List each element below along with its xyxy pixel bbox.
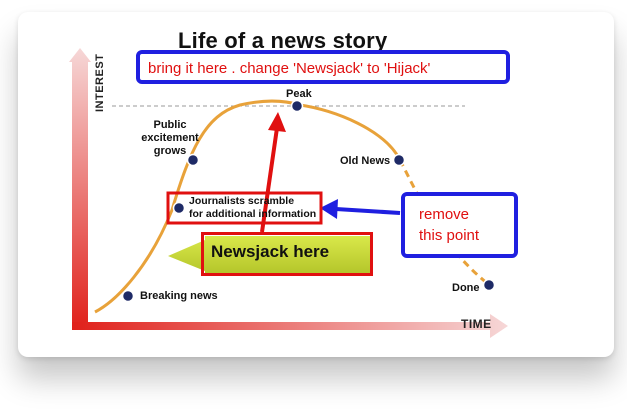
remove-line-1: remove <box>419 206 470 223</box>
interest-curve-decline <box>398 159 489 286</box>
newsjack-box: Newsjack here <box>201 232 373 276</box>
label-journalists-line-2: for additional information <box>189 208 317 220</box>
label-old-news: Old News <box>340 155 391 167</box>
label-public-line-1: Public <box>153 119 187 131</box>
marker-public-excitement <box>186 153 200 167</box>
newsjack-label: Newsjack here <box>211 242 330 261</box>
marker-done <box>482 278 496 292</box>
label-breaking-news: Breaking news <box>140 290 218 302</box>
blue-pointer-shaft <box>335 207 401 215</box>
label-done: Done <box>452 282 480 294</box>
red-move-arrow-shaft <box>260 127 279 233</box>
marker-journalists <box>172 201 186 215</box>
marker-old-news <box>392 153 406 167</box>
marker-breaking-news <box>121 289 135 303</box>
x-axis-arrow <box>72 314 508 338</box>
y-axis-label: INTEREST <box>94 53 106 112</box>
red-move-arrow-head <box>268 112 286 132</box>
newsjack-callout <box>168 236 370 274</box>
y-axis-arrow <box>69 48 91 330</box>
interest-curve <box>94 99 402 314</box>
label-peak: Peak <box>286 88 312 100</box>
diagram-title: Life of a news story <box>178 28 388 53</box>
marker-peak <box>290 99 304 113</box>
label-journalists-line-1: Journalists scramble <box>189 195 295 207</box>
label-public-line-2: excitement <box>141 132 199 144</box>
instruction-annotation: bring it here . change 'Newsjack' to 'Hi… <box>136 50 510 84</box>
blue-pointer-head <box>320 199 338 219</box>
remove-line-2: this point <box>419 227 480 244</box>
label-public-line-3: grows <box>153 145 187 157</box>
instruction-text: bring it here . change 'Newsjack' to 'Hi… <box>148 60 431 77</box>
remove-annotation: remove this point <box>401 192 518 258</box>
journalists-box <box>166 191 323 225</box>
label-journalists: Journalists scramble for additional info… <box>189 195 316 221</box>
x-axis-label: TIME <box>461 317 492 331</box>
label-public-excitement: Public excitement grows <box>135 119 205 158</box>
